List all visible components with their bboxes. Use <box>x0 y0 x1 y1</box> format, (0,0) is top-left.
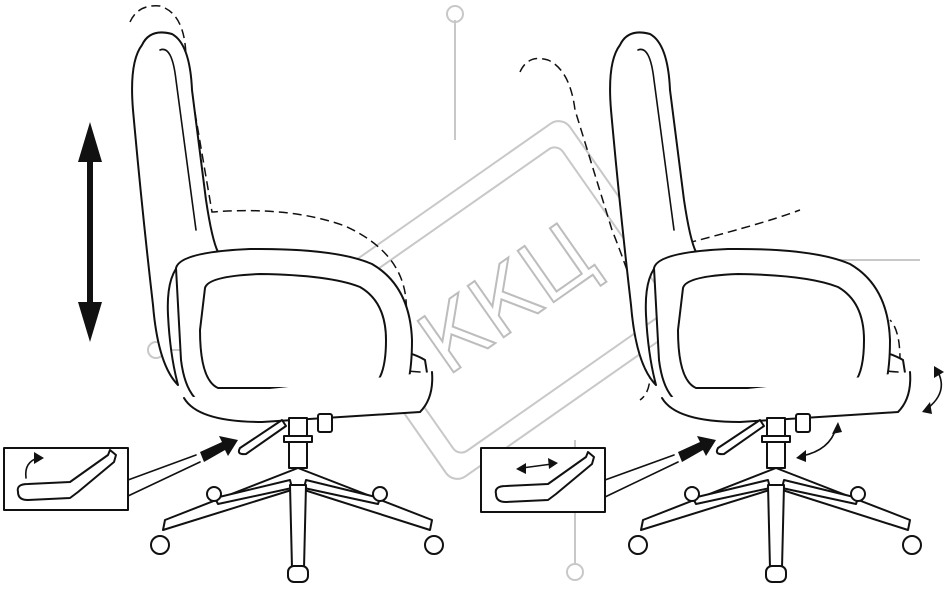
lever-inset <box>480 447 679 513</box>
tilt-arrow-icon <box>927 371 943 409</box>
lever-inset <box>3 447 201 511</box>
pointer-arrow-icon <box>678 436 716 462</box>
svg-text:ККЦ: ККЦ <box>401 204 613 394</box>
height-adjust-arrow-icon <box>78 122 102 342</box>
chair-height-adjust <box>3 5 444 583</box>
chair-tilt-adjust <box>480 31 944 583</box>
lever-arrow-icon <box>521 463 553 469</box>
pointer-arrow-icon <box>200 436 238 462</box>
